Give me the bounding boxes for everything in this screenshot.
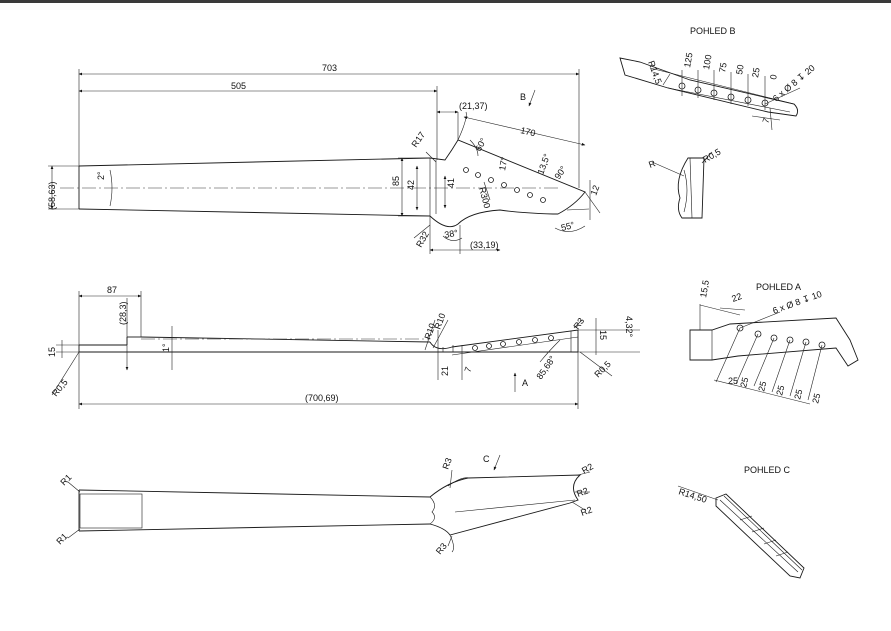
section-r: R R0,5 — [647, 147, 722, 219]
dim-21-37: (21,37) — [459, 101, 488, 111]
dim-12: 12 — [588, 184, 601, 197]
radius-r05-left: R0,5 — [50, 377, 70, 398]
top-b-arrow-label: B — [520, 92, 526, 102]
dim-15-side-right: 15 — [598, 330, 608, 340]
view-a-spacing-5: 25 — [792, 388, 804, 400]
bottom-c-arrow-label: C — [483, 454, 490, 464]
dim-85: 85 — [391, 176, 401, 186]
top-view: B 703 505 (21,37) 170 R17 60° 17° 13,5° … — [47, 63, 601, 254]
section-r-radius: R0,5 — [701, 147, 722, 165]
dim-33-19: (33,19) — [470, 240, 499, 250]
dim-700-69: (700,69) — [305, 393, 339, 403]
view-b-title: POHLED B — [690, 26, 736, 36]
angle-1: 1° — [161, 343, 171, 352]
view-a: POHLED A 15,5 22 6 x Ø 8 ↧ 10 25 25 25 2… — [689, 279, 859, 405]
dim-7-side: 7 — [462, 366, 473, 374]
dim-505: 505 — [231, 81, 246, 91]
view-b-tick-25: 25 — [750, 67, 762, 79]
radius-r10-b: R10 — [432, 312, 447, 331]
view-b-tick-100: 100 — [701, 54, 713, 71]
dim-21: 21 — [440, 366, 450, 376]
view-c-title: POHLED C — [744, 465, 791, 475]
view-a-dim-15-5: 15,5 — [698, 279, 711, 298]
view-b-dim-7: 7 — [760, 117, 771, 125]
angle-55: 55° — [560, 220, 576, 233]
radius-r3-bottom: R3 — [434, 541, 449, 556]
radius-r2-b: R2 — [575, 486, 589, 499]
view-a-spacing-1: 25 — [728, 376, 738, 386]
bottom-view: R1 R1 R3 R3 C R2 R2 R2 — [54, 454, 595, 556]
view-b: POHLED B R14,5 125 100 75 50 25 0 6 x Ø … — [619, 26, 817, 131]
angle-85-68: 85,68° — [534, 354, 557, 381]
angle-13-5: 13,5° — [535, 152, 552, 176]
view-b-tick-125: 125 — [682, 52, 694, 69]
view-a-spacing-2: 25 — [738, 376, 750, 388]
radius-r05-right: R0,5 — [592, 359, 613, 380]
dim-703: 703 — [322, 63, 337, 73]
radius-r2-c: R2 — [579, 505, 593, 518]
angle-4-32: 4,32° — [624, 316, 634, 338]
radius-r300: R300 — [477, 186, 492, 209]
view-b-tick-0: 0 — [768, 74, 779, 81]
side-view: 87 (28,3) 1° R10 R10 R3 15 4,32° 15 R0,5… — [47, 285, 640, 409]
view-c: POHLED C R14,50 — [677, 465, 805, 579]
radius-r3-top: R3 — [440, 456, 453, 470]
angle-38: 38° — [444, 228, 460, 240]
dim-15-side-left: 15 — [47, 347, 57, 357]
radius-r2-a: R2 — [580, 461, 595, 475]
angle-2: 2° — [96, 171, 106, 180]
view-c-radius: R14,50 — [677, 486, 708, 504]
dim-28-3: (28,3) — [118, 301, 128, 325]
radius-r1-bottom: R1 — [54, 531, 69, 546]
dim-42: 42 — [406, 180, 416, 190]
view-a-holes-note: 6 x Ø 8 ↧ 10 — [771, 289, 823, 316]
window-top-border — [0, 0, 891, 3]
view-b-holes-note: 6 x Ø 8 ↧ 20 — [771, 63, 817, 104]
dim-41: 41 — [446, 178, 456, 188]
view-a-title: POHLED A — [756, 282, 801, 292]
radius-r3-side: R3 — [571, 316, 586, 331]
dim-170: 170 — [520, 125, 537, 138]
section-r-label: R — [647, 158, 657, 170]
view-a-spacing-3: 25 — [756, 380, 768, 392]
view-a-spacing-6: 25 — [810, 392, 822, 404]
angle-90: 90° — [552, 164, 568, 181]
view-b-tick-75: 75 — [717, 62, 729, 74]
view-a-dim-22: 22 — [730, 291, 743, 304]
side-a-arrow-label: A — [522, 378, 528, 388]
radius-r17: R17 — [409, 130, 427, 149]
angle-17: 17° — [497, 156, 509, 172]
dim-58-63: (58,63) — [47, 181, 57, 210]
view-b-radius: R14,5 — [646, 59, 664, 85]
view-a-spacing-4: 25 — [774, 384, 786, 396]
radius-r1-top: R1 — [58, 472, 73, 487]
angle-60: 60° — [473, 136, 489, 153]
radius-r32: R32 — [414, 230, 431, 249]
dim-87: 87 — [107, 285, 117, 295]
view-b-tick-50: 50 — [734, 64, 746, 76]
